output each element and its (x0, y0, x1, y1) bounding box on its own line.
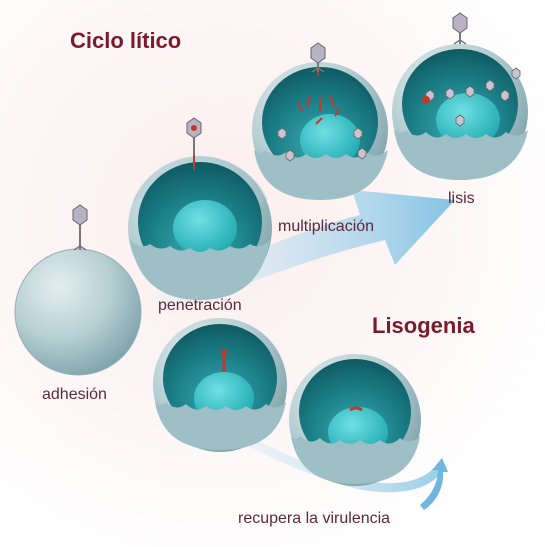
lytic-cycle-title: Ciclo lítico (70, 28, 182, 53)
cell-penetration (128, 117, 272, 300)
cell-lysogeny-integration (153, 318, 287, 452)
cell-adhesion (14, 204, 142, 376)
label-lysis: lisis (448, 190, 475, 207)
phage-dna-copies (297, 94, 341, 125)
phage-icon (72, 204, 88, 251)
label-penetration: penetración (158, 297, 242, 314)
cell-lysogeny-prophage (289, 354, 421, 486)
label-recovers-virulence: recupera la virulencia (238, 510, 391, 527)
cell-lysis (392, 12, 528, 180)
phage-dna (221, 349, 227, 372)
label-adhesion: adhesión (42, 386, 107, 403)
phage-particles (277, 127, 367, 162)
label-multiplication: multiplicación (278, 218, 375, 235)
phage-icon (186, 117, 202, 170)
curved-return-arrow (420, 458, 448, 510)
lysogeny-title: Lisogenia (372, 313, 475, 338)
cell-multiplication (252, 42, 388, 200)
phage-icon (452, 12, 468, 45)
phage-icon (310, 42, 326, 76)
prophage (349, 406, 363, 412)
released-phages (425, 67, 521, 127)
